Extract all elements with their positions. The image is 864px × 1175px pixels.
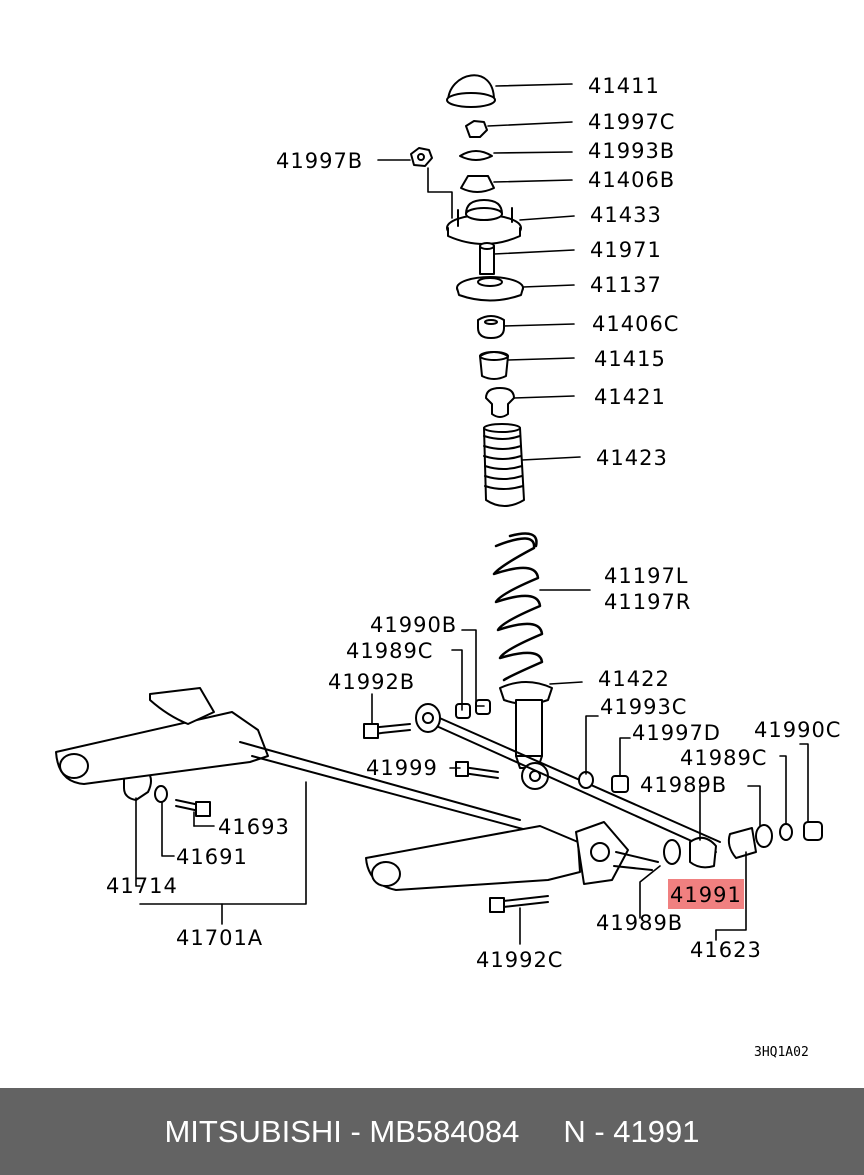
label-41433[interactable]: 41433 bbox=[590, 203, 662, 227]
footer-reference-number: N - 41991 bbox=[563, 1113, 700, 1149]
top-nut-part bbox=[465, 120, 488, 138]
leader-lines bbox=[135, 83, 809, 945]
label-41989C-lower[interactable]: 41989C bbox=[680, 746, 767, 770]
small-nuts-part bbox=[455, 699, 823, 841]
label-41992B[interactable]: 41992B bbox=[328, 670, 415, 694]
label-41623[interactable]: 41623 bbox=[690, 938, 762, 962]
bolts-part bbox=[175, 723, 549, 913]
label-41997B[interactable]: 41997B bbox=[276, 149, 363, 173]
label-41411[interactable]: 41411 bbox=[588, 74, 660, 98]
label-41990C[interactable]: 41990C bbox=[754, 718, 841, 742]
label-41993C[interactable]: 41993C bbox=[600, 695, 687, 719]
figure-code: 3HQ1A02 bbox=[754, 1045, 809, 1060]
dust-cap-part bbox=[446, 74, 496, 108]
label-41693[interactable]: 41693 bbox=[218, 815, 290, 839]
label-41406C[interactable]: 41406C bbox=[592, 312, 679, 336]
lateral-rod-part bbox=[415, 703, 721, 853]
label-41971[interactable]: 41971 bbox=[590, 238, 662, 262]
label-41991-highlighted[interactable]: 41991 bbox=[670, 883, 742, 907]
label-41137[interactable]: 41137 bbox=[590, 273, 662, 297]
label-41422[interactable]: 41422 bbox=[598, 667, 670, 691]
label-41691[interactable]: 41691 bbox=[176, 845, 248, 869]
rubber-stopper-part bbox=[485, 387, 515, 418]
mount-bracket-part bbox=[446, 199, 522, 245]
label-41997C[interactable]: 41997C bbox=[588, 110, 675, 134]
coil-spring-part bbox=[492, 532, 544, 682]
spring-seat-part bbox=[456, 276, 524, 302]
dust-cover-part bbox=[483, 423, 525, 507]
label-41197L[interactable]: 41197L bbox=[604, 564, 689, 588]
side-nut-part bbox=[410, 147, 433, 167]
label-41989B-upper[interactable]: 41989B bbox=[640, 773, 727, 797]
cup-washer-part bbox=[459, 150, 493, 161]
label-41714[interactable]: 41714 bbox=[106, 874, 178, 898]
label-41406B[interactable]: 41406B bbox=[588, 168, 675, 192]
label-41992C[interactable]: 41992C bbox=[476, 948, 563, 972]
label-41999[interactable]: 41999 bbox=[366, 756, 438, 780]
rear-axle-beam-part bbox=[55, 687, 659, 891]
shock-absorber-part bbox=[499, 681, 553, 790]
label-41197R[interactable]: 41197R bbox=[604, 590, 691, 614]
highlight-box bbox=[668, 879, 744, 909]
footer-brand-part-number: MITSUBISHI - MB584084 bbox=[164, 1113, 520, 1149]
upper-bushing-part bbox=[460, 175, 495, 193]
parts-diagram: 41411 41997C 41997B 41993B 41406B 41433 … bbox=[55, 74, 841, 1060]
label-41990B[interactable]: 41990B bbox=[370, 613, 457, 637]
label-41421[interactable]: 41421 bbox=[594, 385, 666, 409]
footer-bar: MITSUBISHI - MB584084 N - 41991 bbox=[0, 1088, 864, 1175]
label-41423[interactable]: 41423 bbox=[596, 446, 668, 470]
lower-bushing-part bbox=[477, 315, 505, 339]
label-41989C-upper[interactable]: 41989C bbox=[346, 639, 433, 663]
label-41415[interactable]: 41415 bbox=[594, 347, 666, 371]
label-41989B-lower[interactable]: 41989B bbox=[596, 911, 683, 935]
bump-stopper-part bbox=[479, 351, 509, 380]
label-41993B[interactable]: 41993B bbox=[588, 139, 675, 163]
spacer-tube-part bbox=[479, 242, 495, 275]
label-41701A[interactable]: 41701A bbox=[176, 926, 263, 950]
part-labels: 41411 41997C 41997B 41993B 41406B 41433 … bbox=[106, 74, 841, 1060]
label-41997D[interactable]: 41997D bbox=[632, 721, 721, 745]
